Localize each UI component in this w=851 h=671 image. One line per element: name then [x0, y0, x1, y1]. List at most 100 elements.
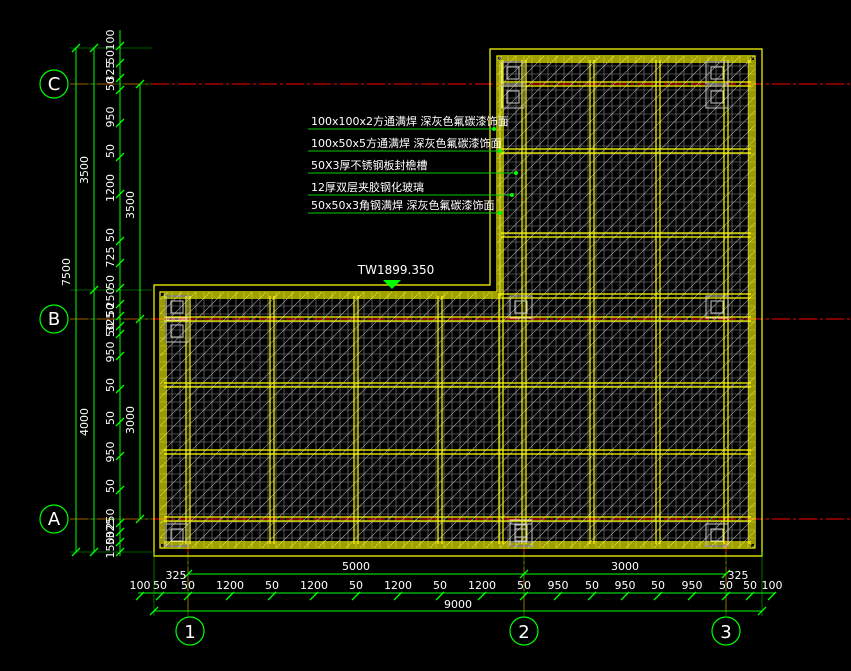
dim-tick	[115, 329, 125, 339]
hatch-line	[569, 56, 755, 548]
dim-mid-lower: 3000	[124, 406, 137, 434]
hatch-line	[177, 56, 671, 548]
hatch-line	[289, 56, 755, 548]
dim-tick	[115, 58, 125, 68]
dim-row1-small-right: 325	[728, 569, 749, 582]
dim-tick	[115, 537, 125, 547]
column-pad-inner	[506, 66, 520, 80]
dim-tick	[767, 591, 777, 601]
dim-tick	[115, 518, 125, 528]
dim-tick	[115, 351, 125, 361]
dim-inner-top: 50	[104, 303, 117, 317]
dim-row1-value: 100	[762, 579, 783, 592]
column-pad	[705, 85, 729, 109]
hatch-line	[345, 56, 755, 548]
dim-tick	[553, 591, 563, 601]
elevation-triangle-icon	[383, 280, 401, 289]
dim-tick	[745, 591, 755, 601]
dim-tick	[687, 591, 697, 601]
column-pad-inner	[710, 90, 724, 104]
column-pad-inner	[710, 528, 724, 542]
axis-bubble-3: 3	[711, 616, 741, 646]
dim-tick	[115, 384, 125, 394]
dim-tick	[653, 591, 663, 601]
dim-inner-top: 325	[104, 62, 117, 83]
dim-tick	[115, 417, 125, 427]
dim-tick	[115, 451, 125, 461]
dim-tick	[115, 152, 125, 162]
axis-bubble-1: 1	[175, 616, 205, 646]
dim-row1-small-left: 325	[166, 569, 187, 582]
dim-tick	[115, 118, 125, 128]
column-pad-inner	[170, 528, 184, 542]
dim-tick	[115, 321, 125, 331]
dimension-left: 7500350040003500300010050325509505012005…	[60, 30, 152, 559]
column-pad-inner	[170, 324, 184, 338]
hatch-line	[527, 56, 755, 548]
hatch-line	[261, 56, 755, 548]
hatch-line	[160, 56, 587, 548]
dim-row1-value: 950	[548, 579, 569, 592]
dim-tick	[587, 591, 597, 601]
dim-row1-value: 50	[265, 579, 279, 592]
dim-inner-top: 50	[104, 50, 117, 64]
dim-row1-value: 100	[130, 579, 151, 592]
dim-inner-bottom: 950	[104, 442, 117, 463]
dim-inner-bottom: 325	[104, 312, 117, 333]
axis-bubble-c: C	[39, 69, 69, 99]
column-pad-inner	[514, 300, 528, 314]
dim-tick	[115, 258, 125, 268]
dim-inner-top: 725	[104, 247, 117, 268]
hatch-line	[163, 56, 657, 548]
dim-inner-top: 50	[104, 228, 117, 242]
dim-tick	[393, 591, 403, 601]
dim-inner-bottom: 325	[104, 518, 117, 539]
dim-tick	[115, 283, 125, 293]
dim-row1-value: 50	[153, 579, 167, 592]
dim-tick	[115, 189, 125, 199]
dim-outer-lower: 4000	[78, 408, 91, 436]
dim-row2-right: 3000	[611, 560, 639, 573]
hatch-line	[485, 56, 755, 548]
dim-inner-top: 950	[104, 107, 117, 128]
hatch-line	[247, 56, 741, 548]
dim-tick	[225, 591, 235, 601]
dim-row1-value: 950	[682, 579, 703, 592]
annotations: 100x100x2方通满焊 深灰色氟碳漆饰面 100x50x5方通满焊 深灰色氟…	[308, 114, 518, 215]
dim-tick	[115, 485, 125, 495]
axis-bubble-b: B	[39, 304, 69, 334]
column-pad-inner	[514, 524, 528, 538]
dim-row1-value: 50	[651, 579, 665, 592]
hatch-line	[555, 56, 755, 548]
dim-inner-top: 50	[104, 144, 117, 158]
dim-tick	[115, 41, 125, 51]
annotation-2: 100x50x5方通满焊 深灰色氟碳漆饰面	[311, 136, 502, 150]
dim-tick	[155, 591, 165, 601]
hatch-line	[513, 56, 755, 548]
dim-inner-bottom: 150	[104, 538, 117, 559]
outline-inner-2	[163, 59, 752, 545]
hatch-line	[541, 56, 755, 548]
dim-far-overall: 7500	[60, 258, 73, 286]
dim-mid-upper: 3500	[124, 191, 137, 219]
hatch-line	[233, 56, 727, 548]
dim-row1-value: 1200	[216, 579, 244, 592]
hatch-line	[471, 56, 755, 548]
dim-row1-value: 950	[615, 579, 636, 592]
column-pad	[705, 295, 729, 319]
hatch-line	[667, 56, 755, 548]
axis-label-3: 3	[720, 622, 731, 643]
dim-inner-bottom: 950	[104, 342, 117, 363]
axis-bubble-2: 2	[509, 616, 539, 646]
hatch-line	[303, 56, 755, 548]
hatch-line	[429, 56, 755, 548]
axis-label-1: 1	[184, 622, 195, 643]
dim-tick	[135, 591, 145, 601]
dim-row1-value: 1200	[300, 579, 328, 592]
column-pad	[509, 519, 533, 543]
dim-inner-bottom: 50	[104, 411, 117, 425]
dim-outer-upper: 3500	[78, 156, 91, 184]
hatch-line	[597, 56, 755, 548]
